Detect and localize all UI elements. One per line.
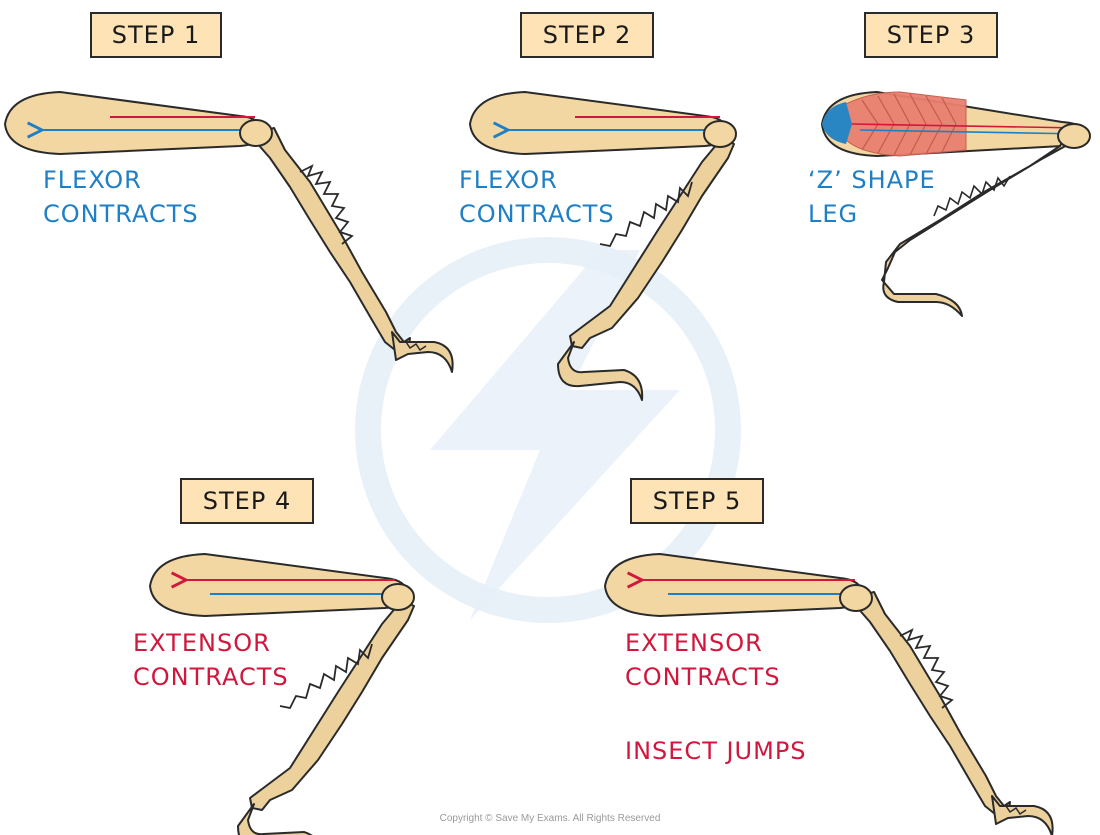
step-1-box: STEP 1 xyxy=(90,12,222,58)
step-2-leg xyxy=(468,90,737,401)
copyright-notice: Copyright © Save My Exams. All Rights Re… xyxy=(439,813,661,824)
step-1-leg xyxy=(3,90,454,373)
step-5-box: STEP 5 xyxy=(630,478,764,524)
step-4-box: STEP 4 xyxy=(180,478,314,524)
muscle-extensor xyxy=(845,91,967,157)
step-3-box: STEP 3 xyxy=(864,12,998,58)
muscle-flexor xyxy=(822,102,852,144)
step-3-leg xyxy=(820,90,1091,317)
step-5-leg xyxy=(603,552,1054,835)
step-2-box: STEP 2 xyxy=(520,12,654,58)
step-5-extra-caption: INSECT JUMPS xyxy=(625,737,807,765)
step-4-leg xyxy=(148,552,415,835)
